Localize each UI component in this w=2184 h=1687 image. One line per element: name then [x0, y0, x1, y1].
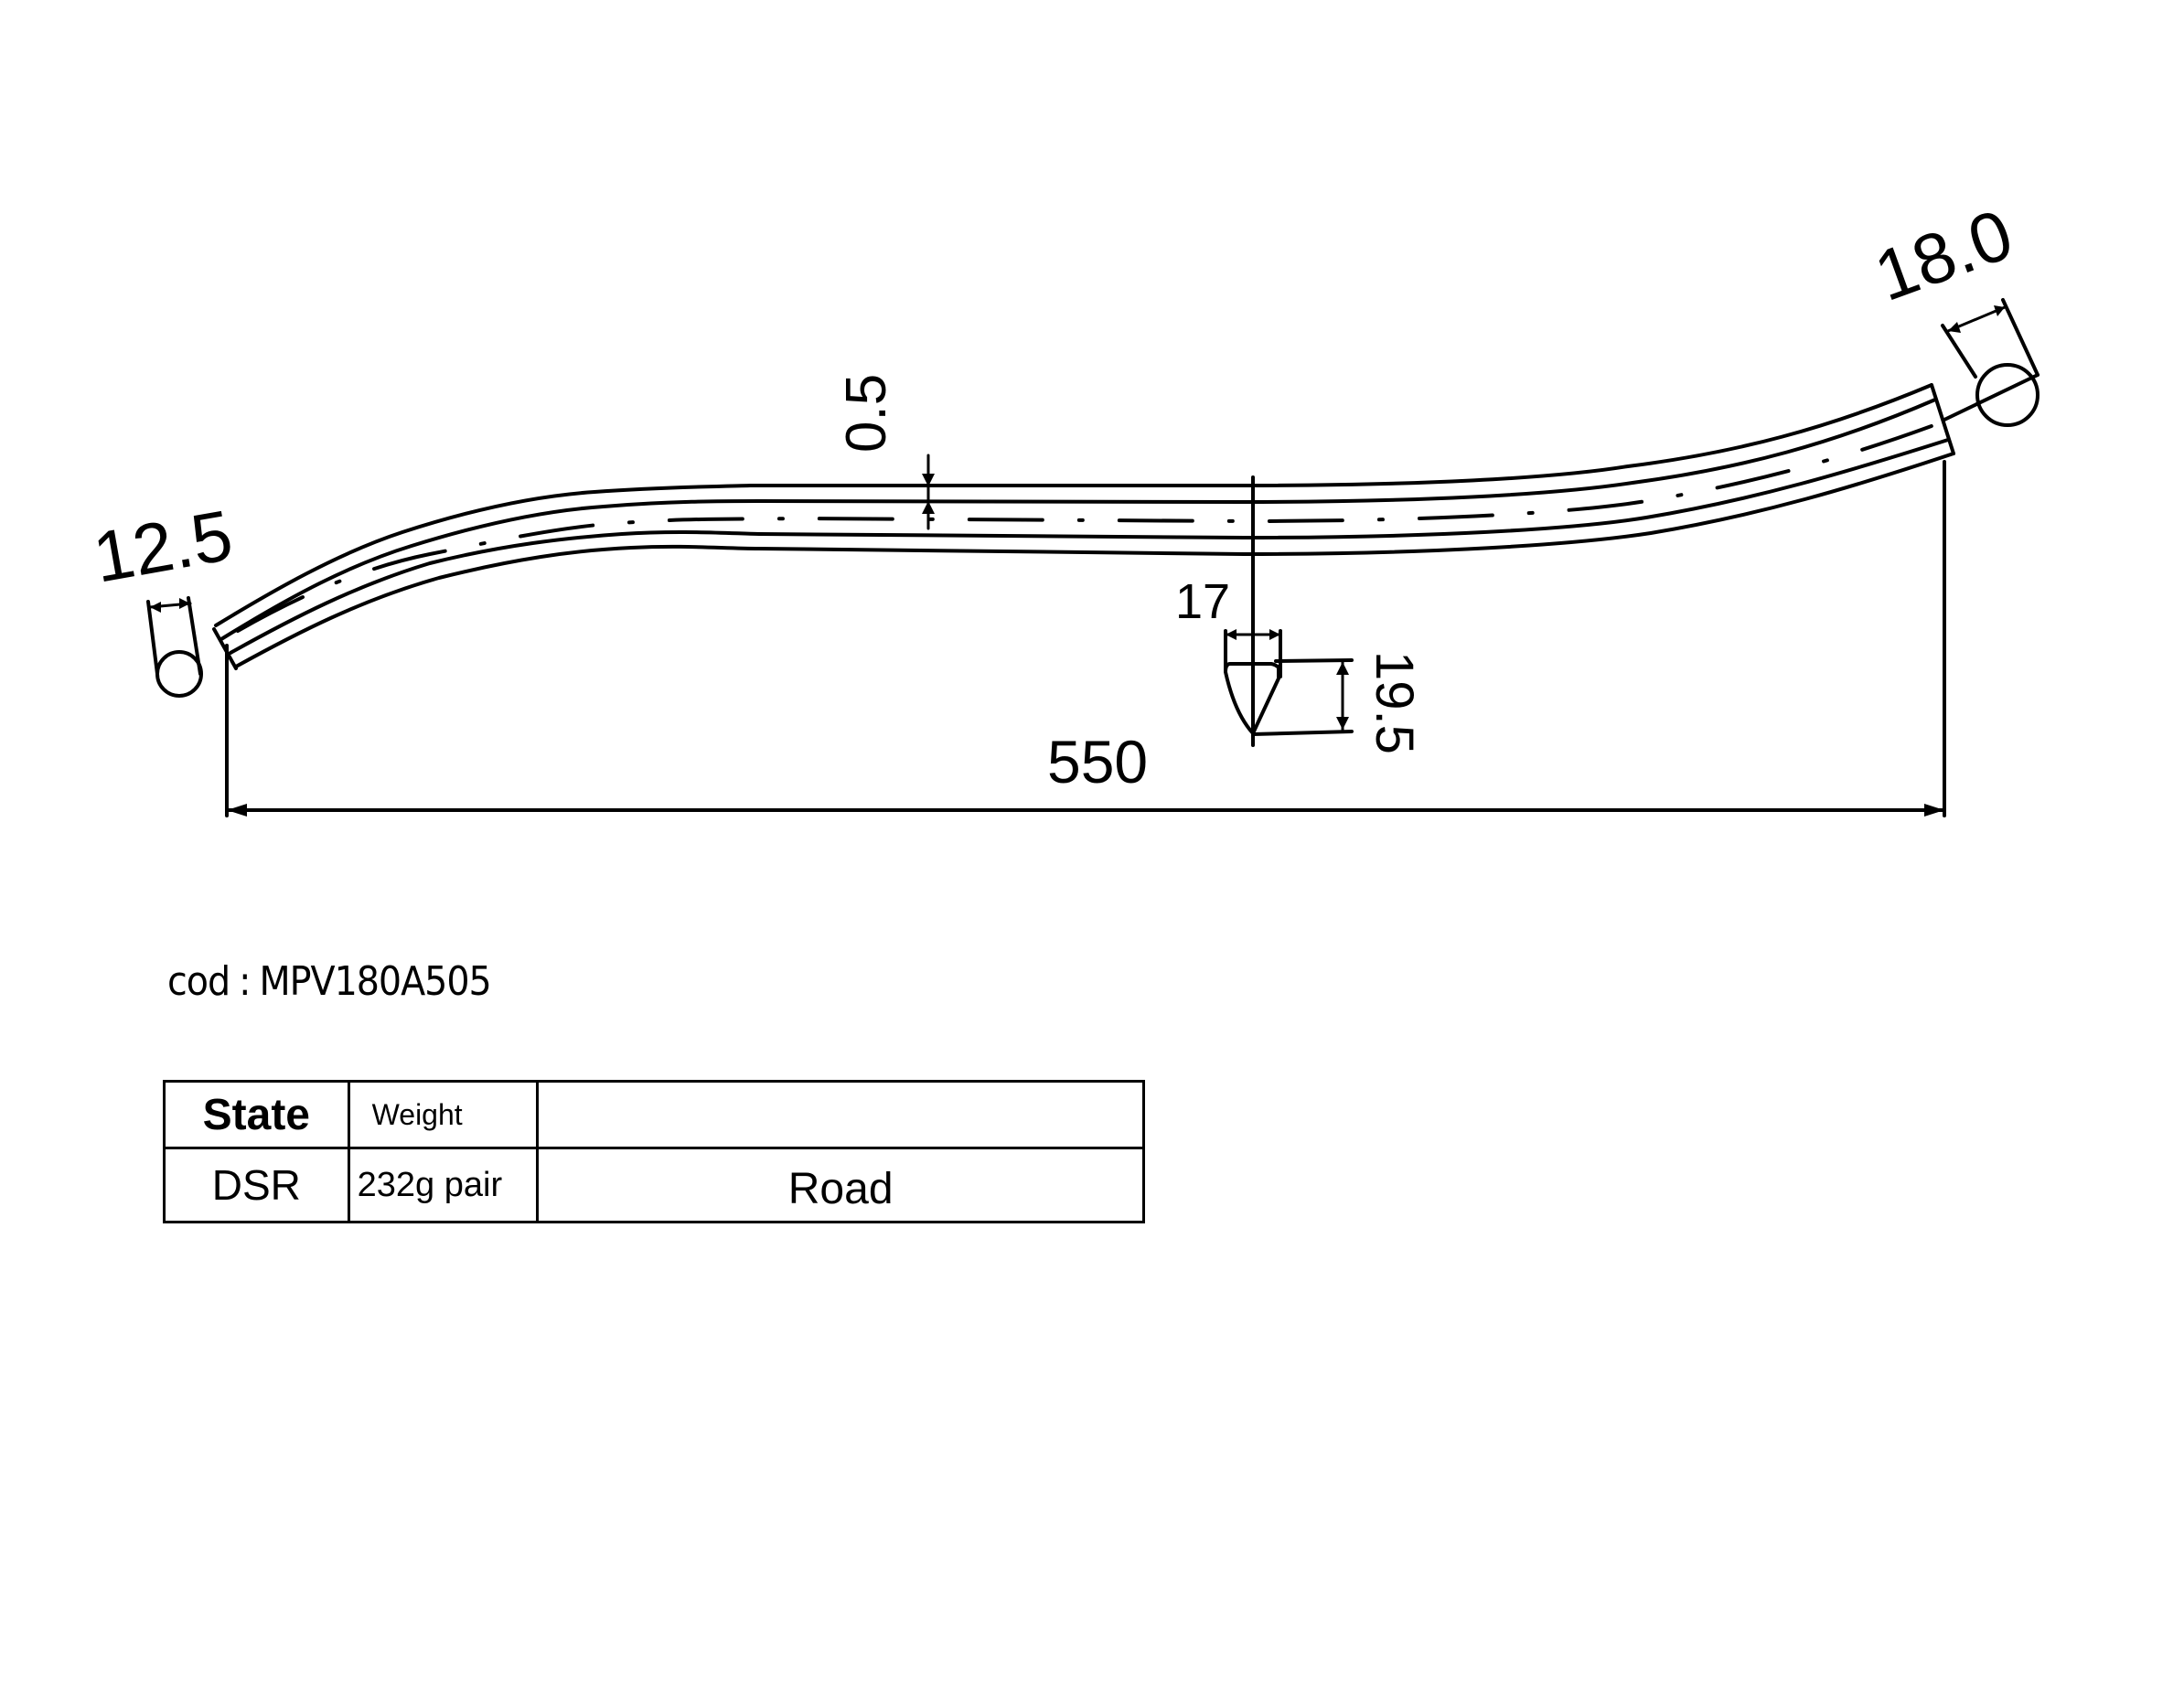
part-code: cod:MPV180A505	[167, 958, 492, 1005]
cell-weight: 232g pair	[347, 1147, 540, 1223]
right-end-detail	[1941, 298, 2039, 427]
dim-center-offset: 0.5	[835, 374, 898, 453]
left-end-detail	[146, 596, 203, 698]
part-code-separator: :	[239, 958, 251, 1005]
header-state: State	[163, 1080, 350, 1149]
part-code-value: MPV180A505	[259, 958, 491, 1005]
overall-length-dim	[225, 460, 1946, 817]
cell-usage: Road	[536, 1147, 1145, 1223]
dim-left-diameter: 12.5	[88, 495, 239, 598]
header-empty	[536, 1080, 1145, 1149]
table-header-row: State Weight	[163, 1080, 1145, 1149]
part-outline	[212, 383, 1955, 670]
dim-overall-length: 550	[1047, 728, 1148, 795]
dim-tip-width: 17	[1175, 574, 1230, 629]
tip-detail	[1224, 475, 1354, 747]
dim-tip-height: 19.5	[1365, 651, 1424, 754]
part-code-label: cod	[167, 958, 230, 1005]
table-row: DSR 232g pair Road	[163, 1147, 1145, 1223]
center-offset-dim	[922, 454, 935, 530]
spec-table: State Weight DSR 232g pair Road	[163, 1080, 1145, 1223]
header-weight: Weight	[347, 1080, 540, 1149]
cell-state: DSR	[163, 1147, 350, 1223]
dim-right-diameter: 18.0	[1865, 193, 2023, 316]
